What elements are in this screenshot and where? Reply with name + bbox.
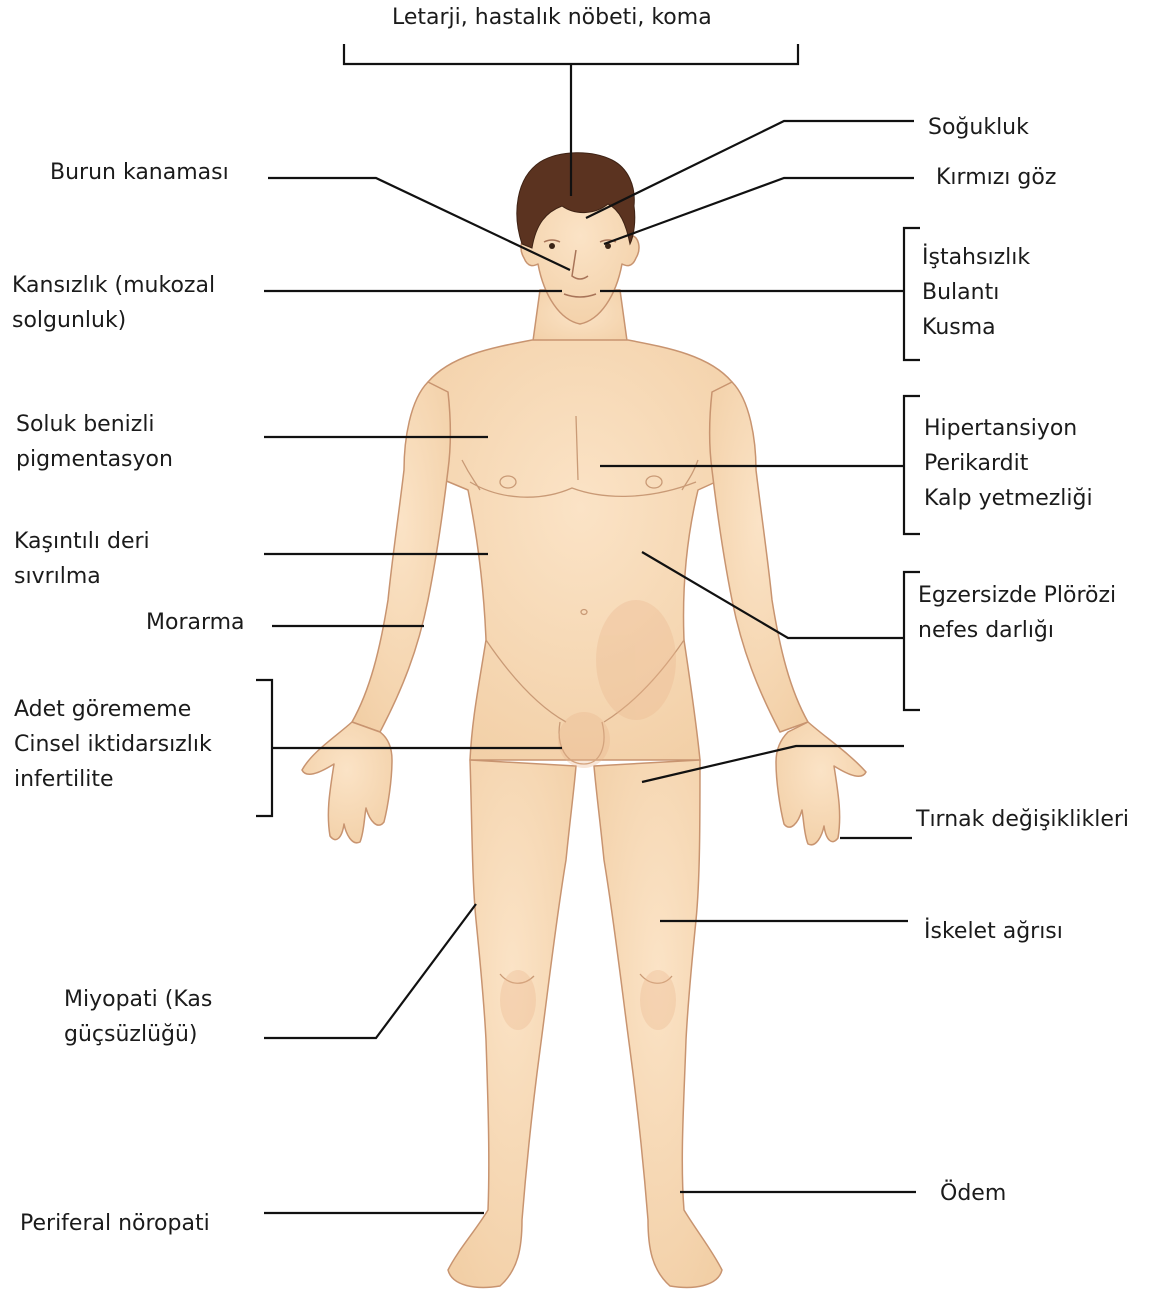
label-pallor: Soluk benizli pigmentasyon: [16, 407, 173, 477]
label-pleura: Egzersizde Plörözi nefes darlığı: [918, 578, 1116, 648]
label-gastro-line-1: İştahsızlık: [922, 240, 1030, 275]
label-anemia: Kansızlık (mukozal solgunluk): [12, 268, 215, 338]
label-pruritus: Kaşıntılı deri sıvrılma: [14, 524, 150, 594]
label-epistaxis: Burun kanaması: [50, 155, 229, 190]
label-lethargy: Letarji, hastalık nöbeti, koma: [392, 0, 712, 35]
line-lethargy: [344, 44, 798, 196]
label-cardio: Hipertansiyon Perikardit Kalp yetmezliği: [924, 411, 1093, 516]
label-cardio-line-2: Perikardit: [924, 446, 1093, 481]
label-neuropathy: Periferal nöropati: [20, 1206, 210, 1241]
label-reproductive-line-3: infertilite: [14, 762, 212, 797]
line-red-eye: [604, 178, 914, 244]
label-reproductive: Adet görememe Cinsel iktidarsızlık infer…: [14, 692, 212, 797]
label-bruising: Morarma: [146, 605, 245, 640]
label-cold: Soğukluk: [928, 110, 1029, 145]
label-nails: Tırnak değişiklikleri: [916, 802, 1129, 837]
label-pruritus-line-1: Kaşıntılı deri: [14, 524, 150, 559]
label-red-eye: Kırmızı göz: [936, 160, 1056, 195]
label-anemia-line-2: solgunluk): [12, 303, 215, 338]
label-anemia-line-1: Kansızlık (mukozal: [12, 268, 215, 303]
torso: [416, 340, 746, 760]
bracket-cardio: [904, 396, 920, 534]
label-pruritus-line-2: sıvrılma: [14, 559, 150, 594]
left-arm: [352, 382, 450, 732]
label-pallor-line-1: Soluk benizli: [16, 407, 173, 442]
bracket-gastro: [904, 228, 920, 360]
label-bone: İskelet ağrısı: [924, 914, 1063, 949]
label-pleura-line-1: Egzersizde Plörözi: [918, 578, 1116, 613]
label-myopathy: Miyopati (Kas güçsüzlüğü): [64, 982, 212, 1052]
label-pallor-line-2: pigmentasyon: [16, 442, 173, 477]
label-reproductive-line-1: Adet görememe: [14, 692, 212, 727]
label-gastro-line-2: Bulantı: [922, 275, 1030, 310]
label-cardio-line-3: Kalp yetmezliği: [924, 481, 1093, 516]
left-hand: [302, 722, 392, 843]
label-myopathy-line-1: Miyopati (Kas: [64, 982, 212, 1017]
label-cardio-line-1: Hipertansiyon: [924, 411, 1093, 446]
label-gastro-line-3: Kusma: [922, 310, 1030, 345]
line-myopathy: [264, 904, 476, 1038]
label-myopathy-line-2: güçsüzlüğü): [64, 1017, 212, 1052]
line-cold: [586, 121, 914, 218]
bracket-reproductive: [256, 680, 272, 816]
label-pleura-line-2: nefes darlığı: [918, 613, 1116, 648]
label-gastro: İştahsızlık Bulantı Kusma: [922, 240, 1030, 345]
label-edema: Ödem: [940, 1176, 1006, 1211]
right-hand: [776, 722, 866, 845]
label-reproductive-line-2: Cinsel iktidarsızlık: [14, 727, 212, 762]
right-arm: [710, 382, 808, 732]
